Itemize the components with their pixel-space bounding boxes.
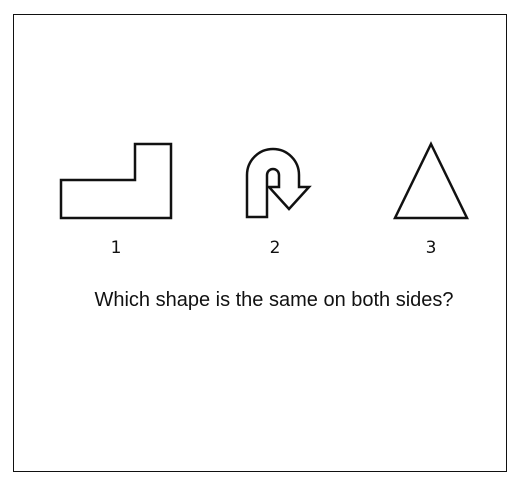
option-label-3: 3	[425, 238, 437, 258]
question-text: Which shape is the same on both sides?	[94, 289, 454, 311]
triangle-icon[interactable]	[391, 141, 471, 221]
question-card: 1 2 3 Which shape is the same on both si…	[13, 14, 507, 472]
u-turn-arrow-icon[interactable]	[243, 141, 317, 223]
option-label-2: 2	[269, 238, 281, 258]
l-shape-icon[interactable]	[59, 142, 173, 220]
option-label-1: 1	[110, 238, 122, 258]
